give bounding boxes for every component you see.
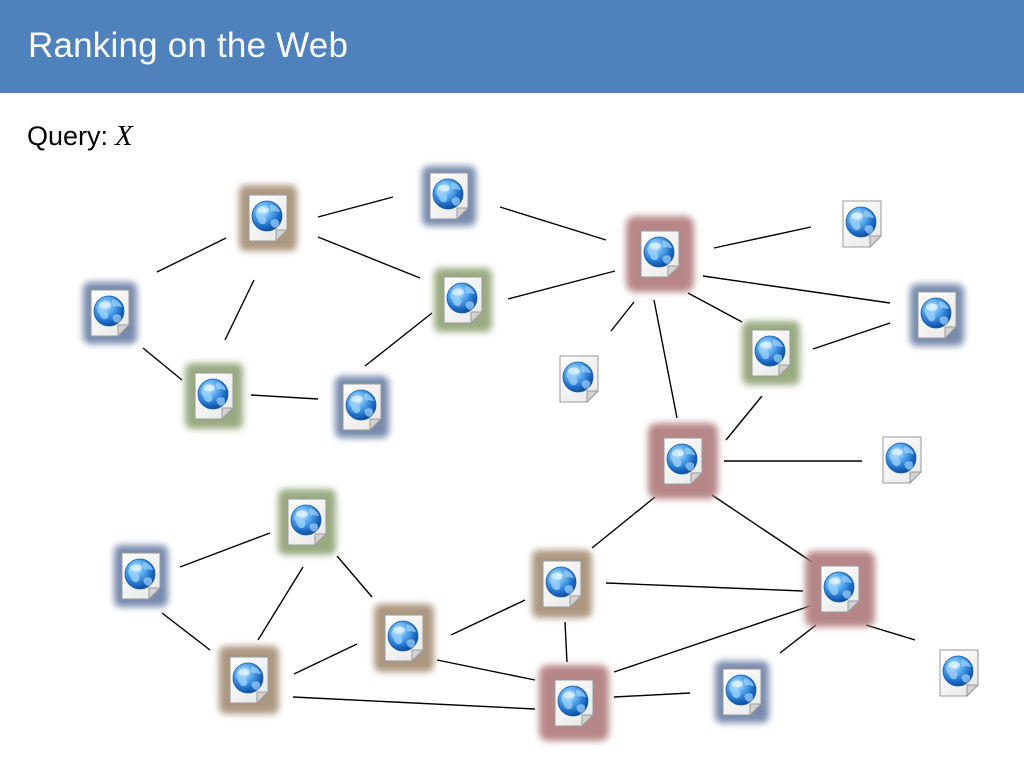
web-page-globe-icon <box>842 200 882 248</box>
graph-edges <box>142 196 916 710</box>
web-page-node-blue <box>715 661 769 723</box>
web-page-globe-icon <box>640 230 680 278</box>
web-page-node-tan <box>239 185 297 251</box>
edge <box>687 292 743 323</box>
web-page-node-tan <box>532 550 592 618</box>
edge <box>779 624 817 654</box>
edge <box>702 275 891 304</box>
edge <box>591 496 656 549</box>
web-page-globe-icon <box>882 436 922 484</box>
title-bar: Ranking on the Web <box>0 0 1024 93</box>
edge <box>224 279 255 341</box>
web-page-globe-icon <box>917 291 957 339</box>
edge <box>156 237 227 273</box>
web-page-node-blue <box>910 284 964 346</box>
web-page-node-green <box>278 489 336 555</box>
web-page-globe-icon <box>342 383 382 431</box>
edge <box>653 299 678 419</box>
edge <box>564 621 568 663</box>
web-page-globe-icon <box>820 565 860 613</box>
graph-nodes <box>83 166 979 741</box>
web-page-globe-icon <box>248 194 288 242</box>
edge <box>613 605 811 673</box>
web-page-node <box>939 649 979 697</box>
web-page-globe-icon <box>554 679 594 727</box>
web-page-node-red <box>539 665 609 741</box>
web-page-node-red <box>805 551 875 627</box>
edge <box>450 599 526 636</box>
web-page-node-green <box>434 268 492 332</box>
edge <box>250 394 319 400</box>
web-page-globe-icon <box>722 668 762 716</box>
web-page-globe-icon <box>429 172 469 220</box>
edge <box>293 643 358 675</box>
slide-title: Ranking on the Web <box>28 26 349 65</box>
web-page-globe-icon <box>663 437 703 485</box>
edge <box>713 226 812 249</box>
web-page-node <box>559 355 599 403</box>
web-page-globe-icon <box>939 649 979 697</box>
edge <box>179 532 271 568</box>
web-page-globe-icon <box>90 289 130 337</box>
edge <box>865 624 916 641</box>
web-page-node-green <box>742 321 800 385</box>
edge <box>257 566 304 641</box>
web-page-node-blue <box>422 166 476 226</box>
edge <box>336 555 373 598</box>
web-page-node-green <box>185 363 243 429</box>
web-page-node <box>842 200 882 248</box>
web-page-globe-icon <box>559 355 599 403</box>
edge <box>364 312 433 367</box>
web-page-node <box>882 436 922 484</box>
edge <box>317 196 394 218</box>
edge <box>292 696 536 710</box>
edge <box>613 692 691 698</box>
web-page-node-blue <box>114 545 168 607</box>
web-page-globe-icon <box>542 560 582 608</box>
edge <box>317 236 421 279</box>
edge <box>499 206 607 241</box>
edge <box>142 347 183 381</box>
web-page-node-blue <box>335 376 389 438</box>
web-page-globe-icon <box>751 329 791 377</box>
web-page-globe-icon <box>384 614 424 662</box>
edge <box>436 659 536 681</box>
web-page-globe-icon <box>194 372 234 420</box>
edge <box>812 322 891 350</box>
web-page-node-red <box>648 423 718 499</box>
edge <box>711 494 813 563</box>
edge <box>725 395 763 441</box>
edge <box>605 582 804 592</box>
web-page-node-blue <box>83 282 137 344</box>
edge <box>507 270 616 300</box>
edge <box>161 612 211 651</box>
query-label: Query: <box>27 121 109 151</box>
web-page-globe-icon <box>121 552 161 600</box>
query-variable: X <box>115 120 133 152</box>
web-page-globe-icon <box>229 656 269 704</box>
web-page-node-tan <box>219 646 279 714</box>
web-page-node-red <box>626 216 694 292</box>
edge <box>610 301 635 332</box>
web-page-globe-icon <box>287 498 327 546</box>
web-page-globe-icon <box>443 276 483 324</box>
web-page-node-tan <box>374 604 434 672</box>
query-line: Query:X <box>27 120 133 153</box>
